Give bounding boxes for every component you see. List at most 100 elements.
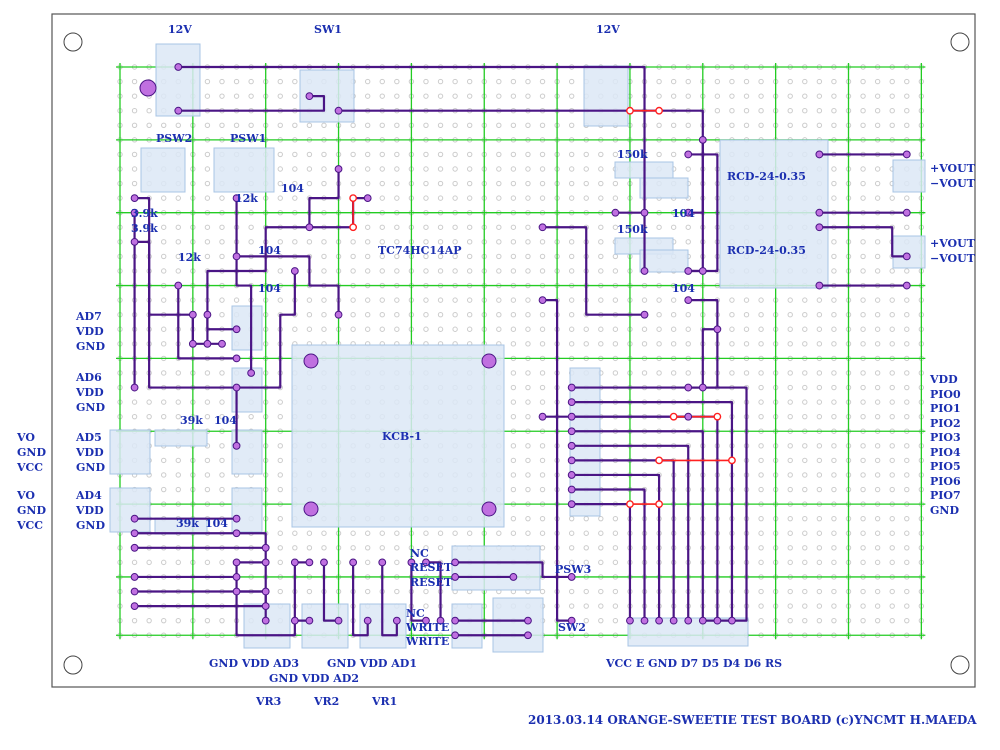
board-hole	[423, 311, 429, 318]
board-hole	[874, 341, 881, 347]
label-pio-6: PIO6	[930, 475, 961, 488]
solder-pad	[261, 543, 270, 552]
board-hole	[204, 195, 211, 201]
board-hole	[219, 457, 225, 464]
board-hole	[539, 180, 546, 187]
board-hole	[670, 311, 677, 318]
board-hole	[204, 617, 211, 624]
board-hole	[816, 311, 823, 318]
board-hole	[437, 530, 444, 536]
board-hole	[496, 151, 502, 158]
board-hole	[204, 253, 211, 260]
board-hole	[277, 559, 283, 566]
label-sw2: SW2	[558, 621, 586, 634]
board-hole	[612, 151, 619, 158]
board-hole	[525, 224, 531, 230]
label-vo-b-2: VCC	[16, 519, 43, 532]
wire-trace	[819, 226, 907, 258]
board-hole	[423, 268, 429, 274]
board-hole	[758, 326, 764, 332]
board-hole	[874, 530, 881, 536]
board-hole	[321, 297, 327, 303]
board-hole	[496, 297, 502, 303]
board-hole	[379, 545, 385, 551]
label-ad7-0: AD7	[75, 310, 102, 323]
board-hole	[758, 443, 764, 449]
board-hole	[539, 93, 546, 99]
wire-trace	[688, 139, 704, 214]
solder-pad	[713, 325, 722, 334]
board-hole	[787, 603, 793, 609]
board-hole	[423, 603, 429, 609]
board-hole	[612, 530, 619, 536]
wire-trace	[206, 314, 237, 331]
board-hole	[219, 195, 225, 201]
label-reset-1: RESET	[410, 561, 453, 574]
board-hole	[539, 122, 546, 128]
board-hole	[568, 78, 575, 85]
board-hole	[816, 588, 823, 595]
label-pio-1: PIO1	[930, 402, 961, 415]
board-hole	[904, 195, 910, 201]
wire-trace	[571, 444, 690, 621]
label-104-g: 104	[205, 517, 228, 530]
board-hole	[670, 78, 677, 85]
board-hole	[510, 370, 517, 376]
solder-pad	[363, 616, 372, 625]
board-hole	[466, 224, 473, 230]
solder-pad	[422, 558, 430, 567]
board-hole	[758, 559, 764, 566]
jumper-wires	[349, 106, 736, 508]
board-hole	[758, 122, 764, 128]
board-hole	[525, 515, 531, 522]
board-hole	[802, 122, 808, 128]
board-hole	[831, 413, 837, 420]
solder-pad	[130, 573, 139, 581]
board-hole	[758, 370, 764, 376]
board-hole	[729, 326, 735, 332]
board-hole	[685, 78, 691, 85]
board-hole	[219, 486, 225, 493]
board-hole	[583, 180, 589, 187]
board-hole	[860, 588, 866, 595]
board-hole	[423, 122, 429, 128]
board-hole	[568, 93, 575, 99]
board-hole	[831, 588, 837, 595]
vr3-footprint	[243, 603, 291, 649]
board-hole	[889, 370, 895, 376]
vout-connector-bottom	[892, 235, 926, 269]
board-hole	[904, 108, 910, 114]
board-hole	[787, 370, 793, 376]
board-hole	[204, 78, 211, 85]
board-hole	[904, 326, 910, 332]
board-hole	[321, 253, 327, 260]
board-hole	[452, 253, 458, 260]
board-hole	[612, 617, 619, 624]
label-vo-b-0: VO	[16, 489, 35, 502]
footer-title: 2013.03.14 ORANGE-SWEETIE TEST BOARD (c)…	[528, 713, 977, 727]
board-hole	[510, 341, 517, 347]
label-psw1: PSW1	[230, 132, 266, 145]
board-hole	[860, 195, 866, 201]
board-hole	[306, 588, 313, 595]
board-hole	[539, 515, 546, 522]
board-hole	[670, 326, 677, 332]
solder-pad	[305, 616, 314, 625]
board-hole	[598, 151, 604, 158]
board-hole	[161, 457, 167, 464]
board-hole	[568, 268, 575, 274]
label-pio-0: PIO0	[930, 388, 961, 401]
board-hole	[568, 253, 575, 260]
board-hole	[641, 370, 648, 376]
label-ad7-2: GND	[76, 340, 105, 353]
board-hole	[321, 311, 327, 318]
board-hole	[787, 530, 793, 536]
label-reset-2: RESET	[410, 576, 453, 589]
board-hole	[874, 617, 881, 624]
board-hole	[729, 93, 735, 99]
label-write-nc: NC	[406, 607, 425, 620]
board-hole	[161, 370, 167, 376]
board-hole	[423, 545, 429, 551]
board-hole	[321, 530, 327, 536]
board-hole	[656, 224, 662, 230]
